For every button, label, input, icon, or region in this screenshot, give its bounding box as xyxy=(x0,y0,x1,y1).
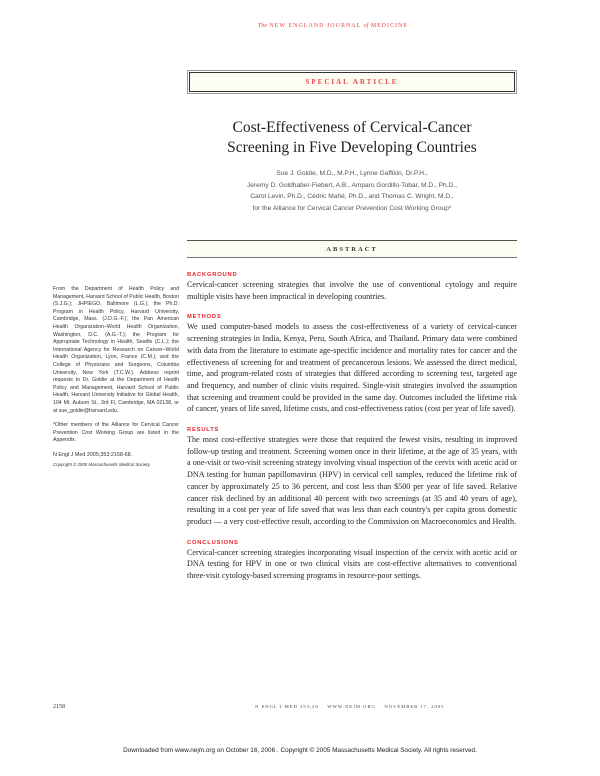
author-line: Sue J. Goldie, M.D., M.P.H., Lynne Gaffi… xyxy=(276,170,428,177)
abstract-body: BACKGROUND Cervical-cancer screening str… xyxy=(187,271,517,593)
section-text: We used computer-based models to assess … xyxy=(187,322,517,414)
download-notice: Downloaded from www.nejm.org on October … xyxy=(123,747,477,754)
article-type-box: SPECIAL ARTICLE xyxy=(187,70,517,94)
journal-name-part2: MEDICINE xyxy=(370,23,409,29)
section-text: Cervical-cancer screening strategies tha… xyxy=(187,280,517,301)
section-results: RESULTS The most cost-effective strategi… xyxy=(187,426,517,528)
section-text: The most cost-effective strategies were … xyxy=(187,435,517,526)
author-line: for the Alliance for Cervical Cancer Pre… xyxy=(252,204,452,212)
section-conclusions: CONCLUSIONS Cervical-cancer screening st… xyxy=(187,539,517,582)
journal-of: of xyxy=(363,23,369,29)
citation: N Engl J Med 2005;353:2158-68. xyxy=(53,451,133,458)
journal-name-part1: NEW ENGLAND JOURNAL xyxy=(269,23,362,29)
working-group-footnote: *Other members of the Alliance for Cervi… xyxy=(53,422,179,444)
title-line-2: Screening in Five Developing Countries xyxy=(227,139,477,156)
page-number: 2158 xyxy=(53,704,65,710)
section-background: BACKGROUND Cervical-cancer screening str… xyxy=(187,271,517,302)
affiliations-sidebar: From the Department of Health Policy and… xyxy=(53,286,179,476)
author-line: Carol Levin, Ph.D., Cédric Mahé, Ph.D., … xyxy=(250,193,454,200)
section-heading: CONCLUSIONS xyxy=(187,539,239,546)
section-methods: METHODS We used computer-based models to… xyxy=(187,313,517,415)
section-heading: METHODS xyxy=(187,314,222,321)
abstract-heading: ABSTRACT xyxy=(187,240,517,258)
journal-prefix: The xyxy=(257,23,267,29)
author-line: Jeremy D. Goldhaber-Fiebert, A.B., Ampar… xyxy=(247,181,457,189)
affiliations-text: From the Department of Health Policy and… xyxy=(53,286,179,414)
article-title: Cost-Effectiveness of Cervical-Cancer Sc… xyxy=(187,118,517,158)
section-heading: BACKGROUND xyxy=(187,272,238,278)
title-line-1: Cost-Effectiveness of Cervical-Cancer xyxy=(232,119,472,136)
journal-header: The NEW ENGLAND JOURNAL of MEDICINE xyxy=(0,23,600,29)
footer-journal-line: N ENGL J MED 353;20 WWW.NEJM.ORG NOVEMBE… xyxy=(255,704,445,709)
article-type-label: SPECIAL ARTICLE xyxy=(189,72,515,92)
section-text: Cervical-cancer screening strategies inc… xyxy=(187,547,517,581)
section-heading: RESULTS xyxy=(187,427,220,434)
copyright-notice: Copyright © 2005 Massachusetts Medical S… xyxy=(53,462,151,468)
author-list: Sue J. Goldie, M.D., M.P.H., Lynne Gaffi… xyxy=(187,168,517,214)
